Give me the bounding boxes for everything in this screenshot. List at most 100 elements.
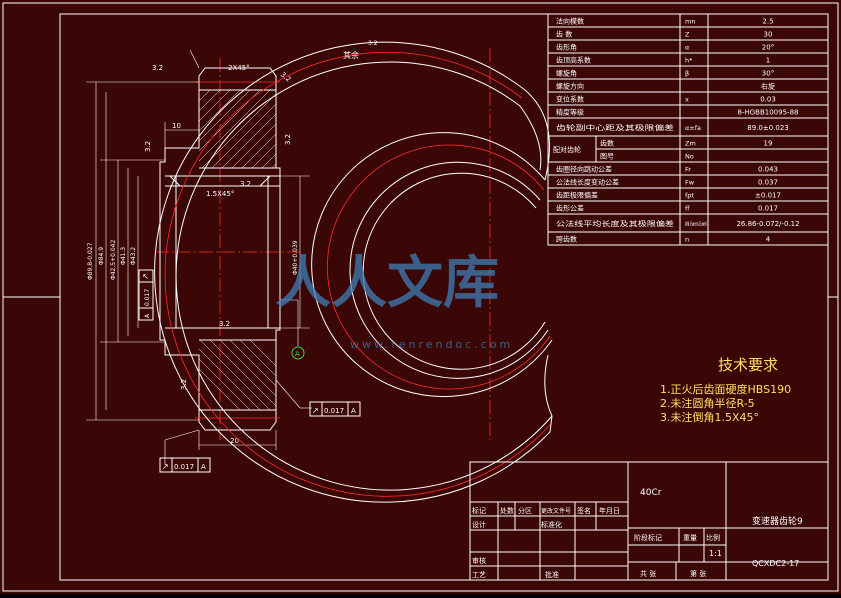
svg-text:分区: 分区 [518,506,532,515]
drawing-number: QCXDC2-17 [752,559,799,568]
roughness-right: 3.2 [284,134,292,145]
title-block: 40Cr 变速器齿轮9 QCXDC2-17 1:1 标记 处数 分区 更改文件号… [469,461,829,581]
hatch-top [199,90,276,168]
gear-section-view [86,49,312,465]
param-label: 齿形角 [556,43,577,52]
svg-text:年月日: 年月日 [599,506,620,515]
param-value: 4 [766,236,771,244]
param-label: 精度等级 [556,108,584,117]
param-label: 齿顶高系数 [556,56,591,65]
param-symbol: n [685,236,689,244]
param-value: ±0.017 [755,192,781,200]
watermark-url: www.renrendoc.com [350,338,513,351]
roughness-left: 3.2 [144,141,152,152]
param-label: 公法线长度变动公差 [556,178,619,187]
param-symbol: α [685,44,689,52]
datum-label: A [295,350,300,358]
svg-text:阶段标记: 阶段标记 [634,533,662,542]
svg-text:工艺: 工艺 [472,571,486,579]
hatch-bottom [199,340,276,410]
svg-text:0.017: 0.017 [144,289,151,306]
svg-text:标准化: 标准化 [541,520,562,529]
param-symbol: h* [685,57,693,65]
param-label: 齿圈径向跳动公差 [556,165,612,174]
param-value: 2.5 [762,18,773,26]
param-value: 右旋 [761,82,775,91]
param-row: 螺旋方向 右旋 [548,78,828,91]
svg-text:A: A [201,463,206,471]
part-name: 变速器齿轮9 [752,515,803,527]
param-symbol: Fr [685,166,691,174]
param-value: 30 [764,31,773,39]
param-label: 变位系数 [556,95,584,104]
material-label: 40Cr [640,488,662,498]
watermark-text: 人人文库 [275,251,499,316]
svg-text:更改文件号: 更改文件号 [541,507,571,515]
svg-text:设计: 设计 [472,520,486,529]
param-value: 89.0±0.023 [747,124,789,132]
dim-d3: Φ42.5+0.042 [110,240,117,280]
param-row: 精度等级 8-HGBB10095-88 [548,104,828,117]
svg-text:第 张: 第 张 [690,569,706,578]
param-symbol: fpt [685,192,694,200]
svg-text:批准: 批准 [545,570,559,579]
svg-text:共 张: 共 张 [640,569,656,578]
param-value: 30° [762,70,774,78]
svg-text:↗: ↗ [141,273,150,280]
param-value: 19 [764,140,773,148]
tol-frame-3: ↗ 0.017 A [138,269,154,321]
param-label: 齿轮副中心距及其极限偏差 [556,123,674,132]
param-value: 0.03 [760,96,776,104]
svg-text:标记: 标记 [472,506,486,515]
param-symbol: mn [685,18,695,26]
scale-value: 1:1 [709,549,722,558]
dim-face-width: 20 [230,437,239,445]
param-group-label: 配对齿轮 [553,145,581,154]
svg-text:0.017: 0.017 [174,463,194,471]
svg-text:审核: 审核 [472,556,486,565]
param-value: 8-HGBB10095-88 [738,109,799,117]
dim-d5: Φ43.2 [130,247,137,265]
param-label: 齿 数 [556,30,572,39]
svg-text:A: A [351,407,356,415]
param-label: 齿形公差 [556,204,584,213]
svg-text:↗: ↗ [312,406,319,415]
dim-hub-width: 10 [172,122,181,130]
param-value: 0.037 [758,179,778,187]
param-label: 齿距极限偏差 [556,191,598,200]
tol-frame-2: ↗ 0.017 A [159,457,211,473]
dim-bore: Φ40+0.039 [292,240,299,275]
param-symbol: Fw [685,179,695,187]
param-value: 0.017 [758,205,778,213]
param-label: 螺旋方向 [556,82,584,91]
param-symbol: x [685,96,689,104]
datum-marker [291,346,305,360]
svg-text:比例: 比例 [706,533,720,542]
param-label: 法向模数 [556,17,584,26]
param-label: 公法线平均长度及其极限偏差 [556,219,674,228]
param-symbol: Z [685,31,690,39]
svg-text:处数: 处数 [500,506,514,515]
svg-text:签名: 签名 [577,506,591,515]
tech-req-item-3: 3.未注倒角1.5X45° [660,410,759,424]
roughness-bottom-inner: 3.2 [219,320,230,328]
roughness-main: 3.2 [152,64,163,72]
svg-text:↗: ↗ [162,462,169,471]
dim-d4: Φ41.3 [120,247,127,265]
param-label: 跨齿数 [556,235,577,244]
param-symbol: Zm [685,140,696,148]
param-symbol: Wk Ewms Ewmi [685,220,707,228]
param-row: 法向模数 mn 2.5 [556,17,774,26]
param-value: 20° [762,44,774,52]
chamfer-top-label: 2X45° [228,64,250,72]
param-row: 齿形角 α 20° [548,39,828,52]
tech-req-title: 技术要求 [718,356,778,374]
